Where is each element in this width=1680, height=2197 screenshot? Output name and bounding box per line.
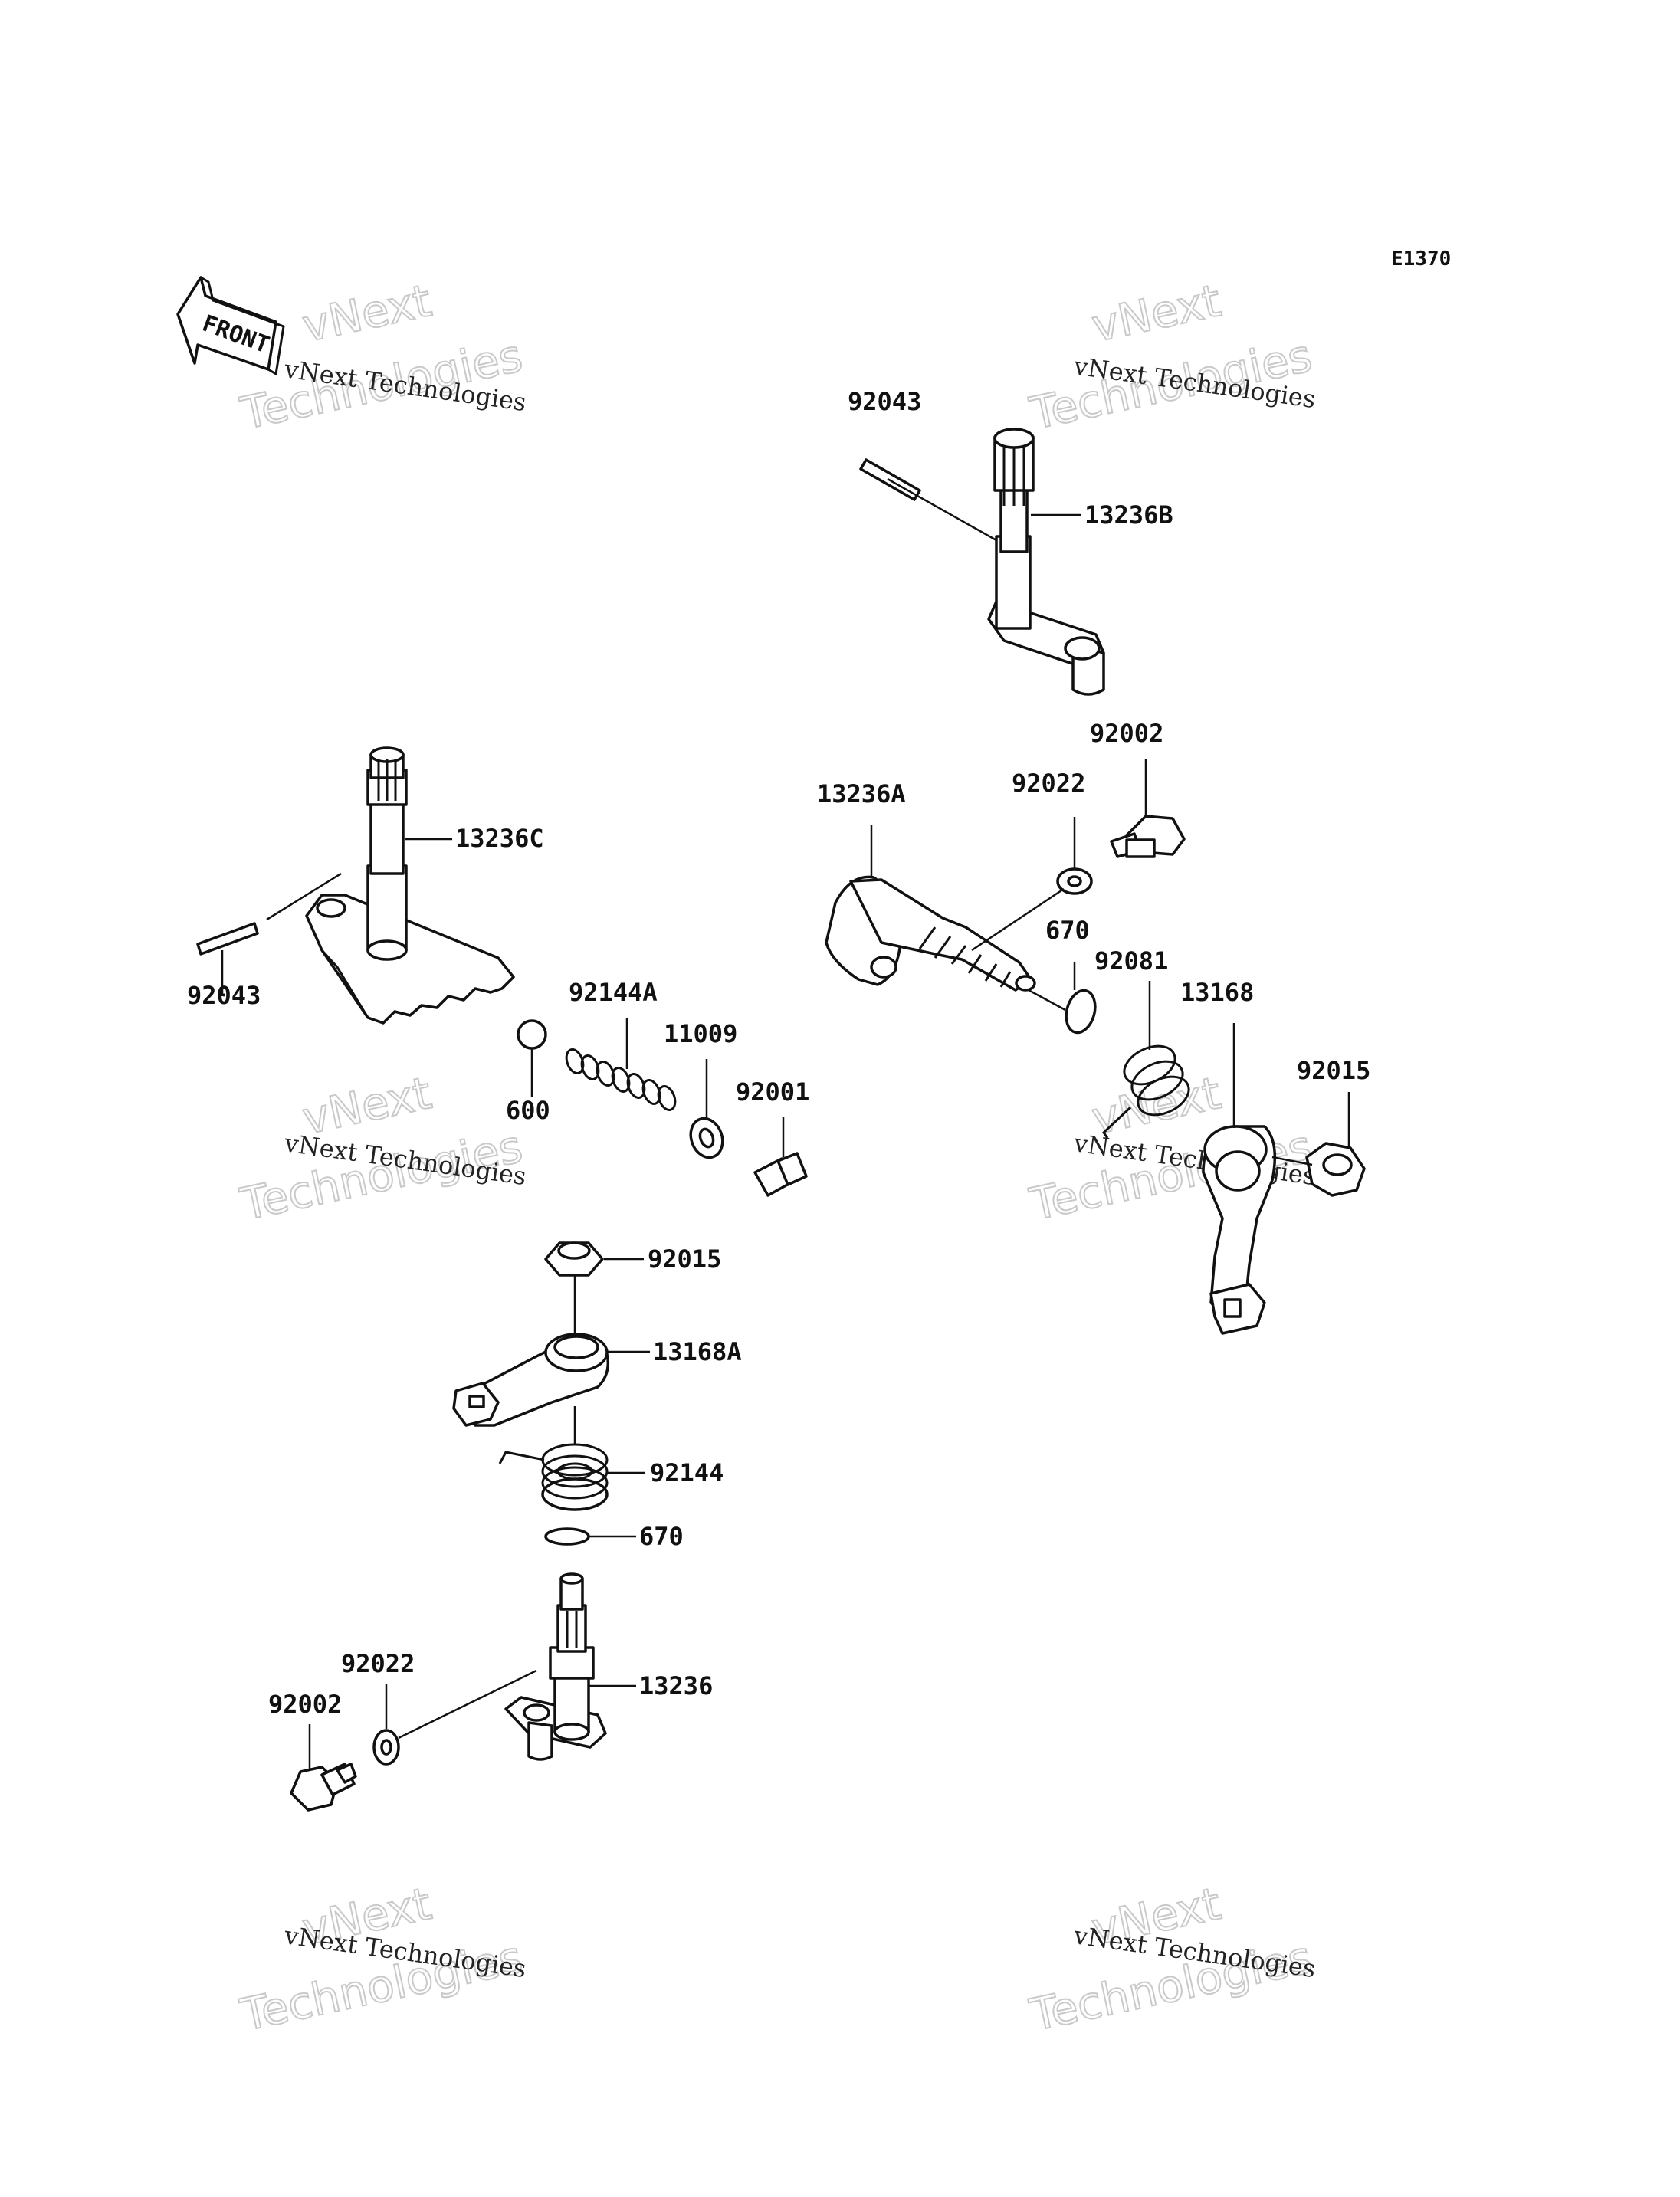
ball-600: [517, 1019, 547, 1050]
watermark-bottom-right: vNext Technologies vNext Technologies: [1025, 1877, 1317, 2042]
label-11009: 11009: [664, 1019, 737, 1048]
watermark-bottom-left: vNext Technologies vNext Technologies: [235, 1877, 528, 2042]
spring-92081: [1102, 1044, 1190, 1139]
shaft-13236a: [825, 875, 1036, 992]
label-13236c: 13236C: [455, 824, 544, 853]
label-13236b: 13236B: [1084, 500, 1173, 530]
svg-text:vNext: vNext: [298, 274, 436, 353]
bolt-92002-bottom: [290, 1763, 357, 1812]
watermark-mid-left: vNext Technologies vNext Technologies: [235, 1066, 528, 1231]
label-92002-top: 92002: [1090, 719, 1163, 748]
arm-13168a: [452, 1333, 610, 1427]
part-labels: 92043 13236B 92002 92022 13236A 13236C 9…: [187, 387, 1370, 1719]
nut-92015-mid: [544, 1241, 604, 1277]
label-92002-bottom: 92002: [268, 1690, 342, 1719]
arm-13168: [1202, 1125, 1277, 1335]
label-92015-right: 92015: [1297, 1056, 1370, 1085]
shaft-13236b: [987, 428, 1105, 696]
label-92015-mid: 92015: [648, 1244, 721, 1274]
spring-92144a: [565, 1048, 677, 1111]
svg-text:vNext: vNext: [1088, 274, 1226, 353]
washer-11009: [689, 1117, 724, 1159]
label-92144: 92144: [650, 1458, 724, 1487]
oring-670-top: [1065, 989, 1097, 1035]
front-arrow-icon: FRONT: [176, 276, 285, 376]
shaft-13236c: [305, 746, 515, 1025]
shaft-13236: [504, 1572, 607, 1761]
label-92022-top: 92022: [1012, 769, 1085, 798]
spring-92144: [498, 1443, 609, 1511]
label-92022-bottom: 92022: [341, 1649, 415, 1678]
washer-92022-bottom: [372, 1729, 400, 1766]
label-13168: 13168: [1180, 978, 1254, 1007]
label-13236: 13236: [639, 1671, 713, 1700]
pin-92043-left: [196, 922, 259, 956]
diagram-code: E1370: [1391, 248, 1451, 271]
leader-lines: [221, 477, 1350, 1770]
label-600: 600: [506, 1096, 550, 1125]
watermark-top-right: vNext Technologies vNext Technologies: [1025, 274, 1317, 441]
label-670-top: 670: [1045, 916, 1090, 945]
label-13168a: 13168A: [653, 1337, 742, 1366]
label-92081: 92081: [1094, 946, 1168, 976]
label-92144a: 92144A: [569, 978, 658, 1007]
oring-670-bottom: [544, 1527, 590, 1546]
label-92043-top: 92043: [848, 387, 921, 416]
label-13236a: 13236A: [817, 779, 906, 808]
plug-92001: [753, 1152, 808, 1197]
nut-92015-right: [1305, 1142, 1366, 1197]
label-670-bottom: 670: [639, 1522, 684, 1551]
label-92001: 92001: [736, 1077, 809, 1107]
label-92043-left: 92043: [187, 981, 261, 1010]
bolt-92002-top: [1110, 815, 1186, 858]
